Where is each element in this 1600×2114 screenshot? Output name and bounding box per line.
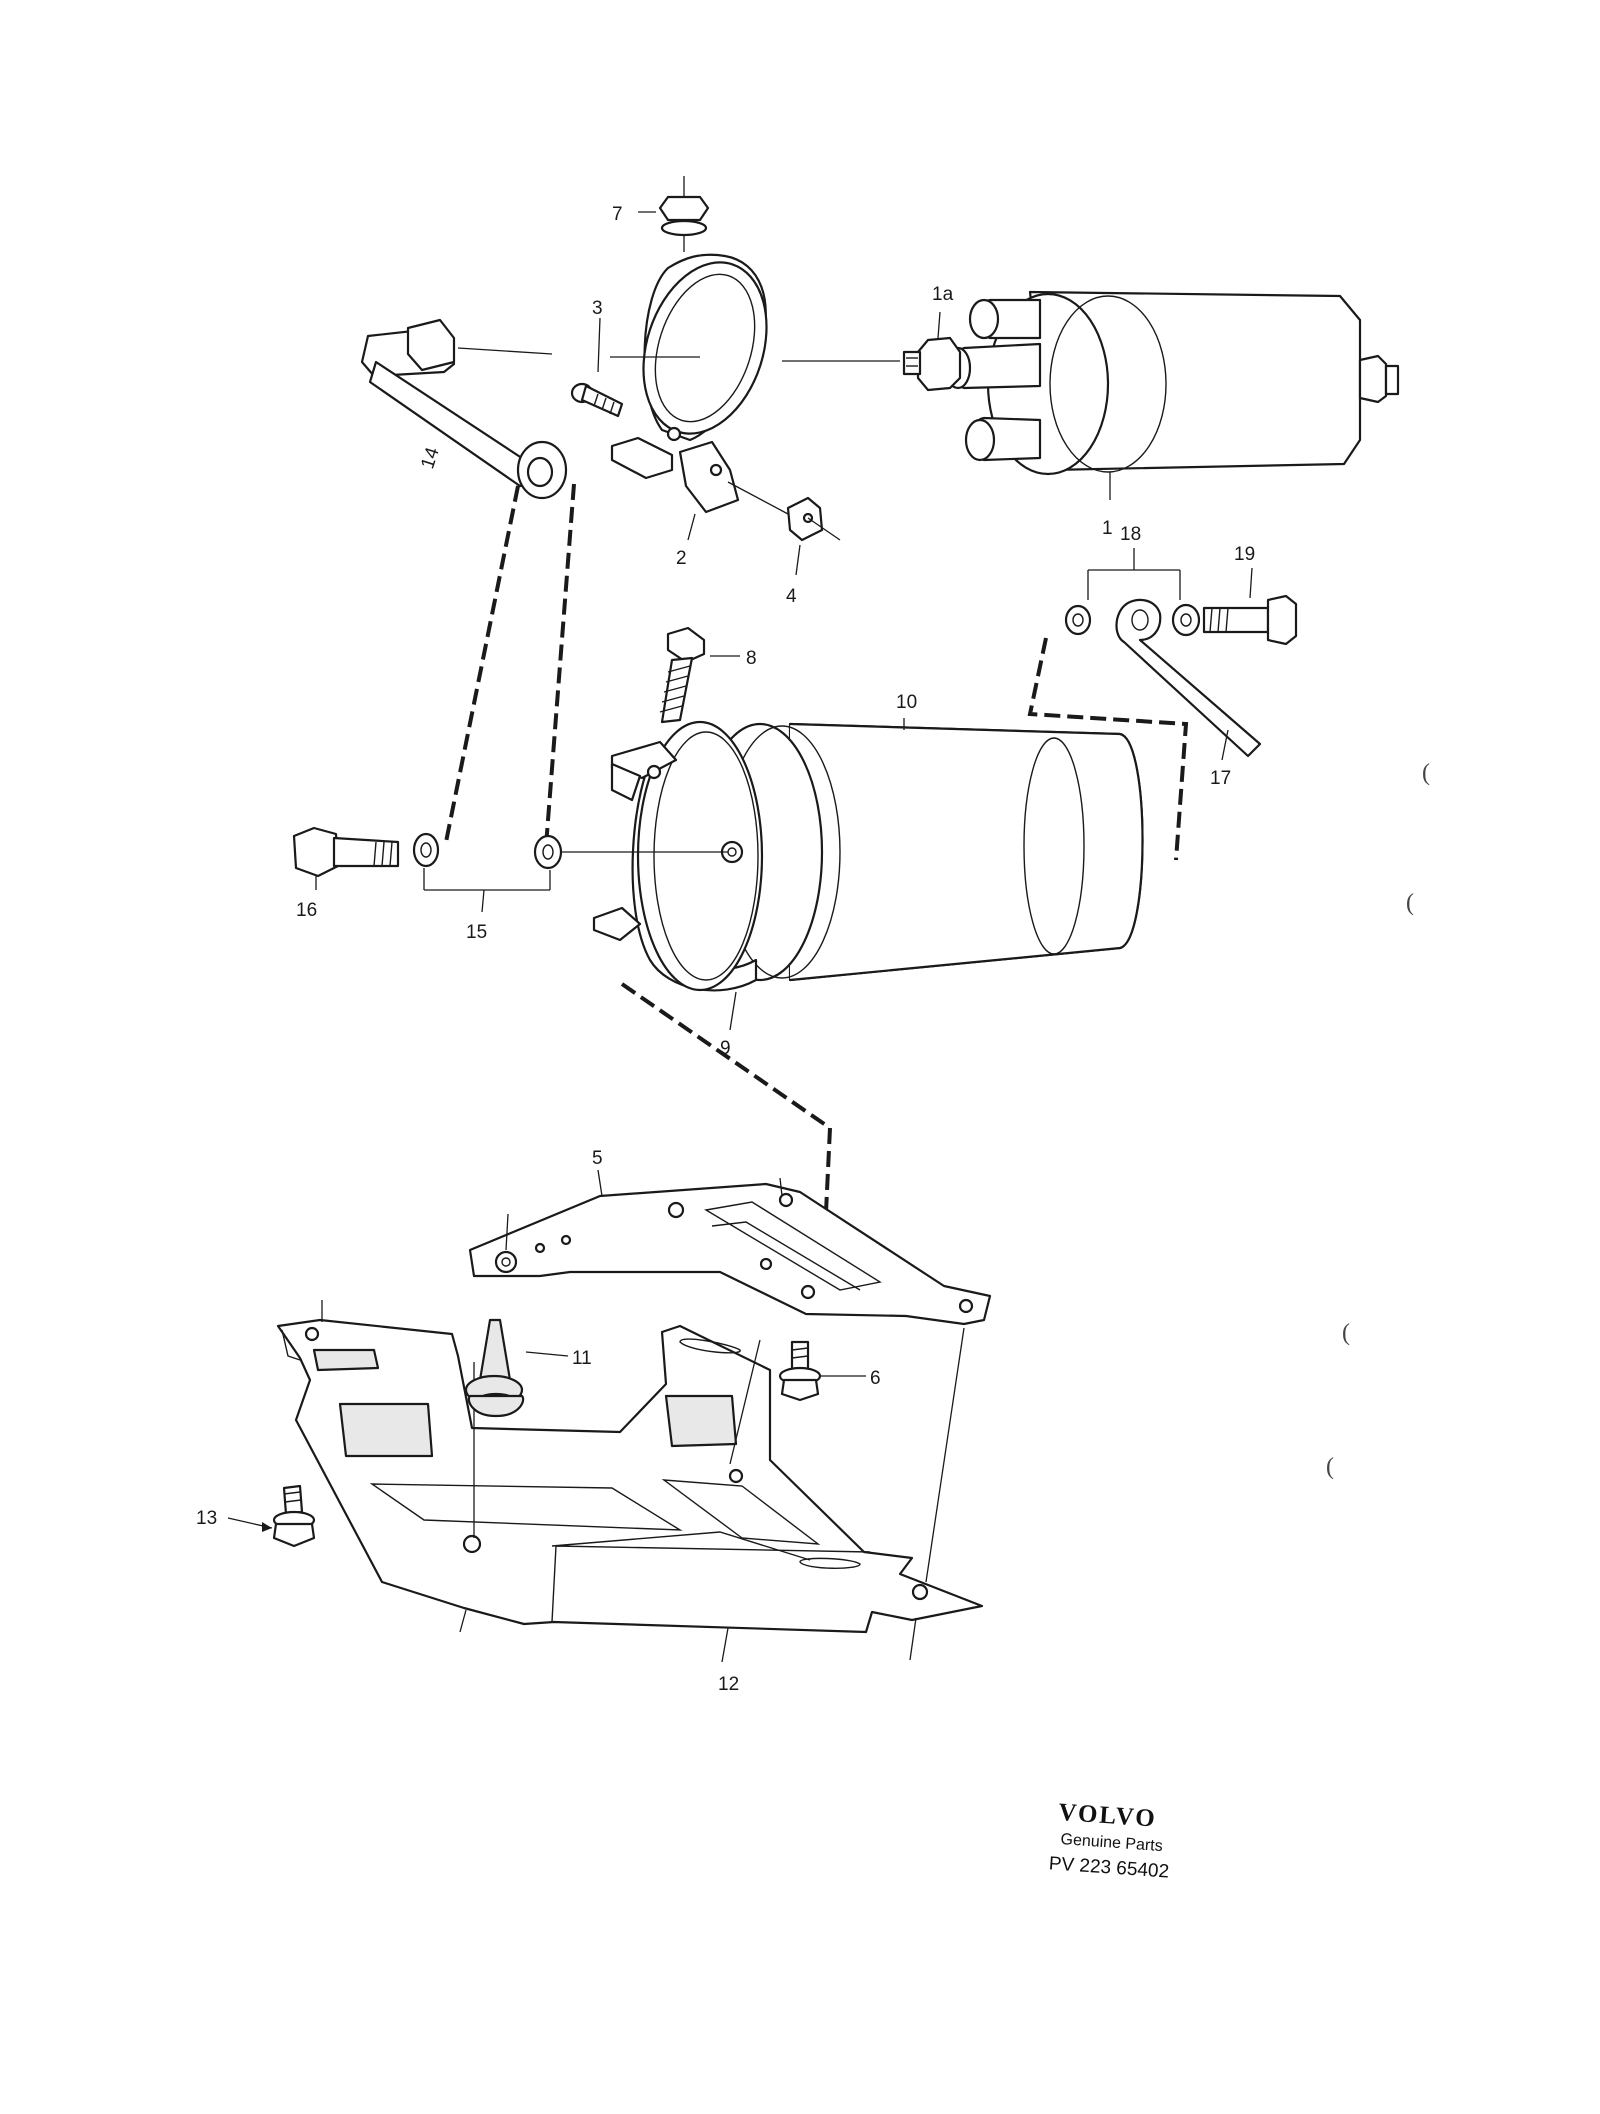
- callout-2: 2: [676, 548, 687, 569]
- stamp-brand: VOLVO: [1058, 1799, 1158, 1833]
- callout-1: 1: [1102, 518, 1113, 539]
- callout-8: 8: [746, 648, 757, 669]
- edge-marks: ( ( ( (: [1326, 760, 1430, 1480]
- callout-19: 19: [1234, 544, 1255, 565]
- part-4-square-nut: [727, 481, 841, 576]
- edge-mark: (: [1326, 1454, 1334, 1480]
- callout-9: 9: [720, 1038, 731, 1059]
- callout-13: 13: [196, 1508, 217, 1529]
- callout-15: 15: [466, 922, 487, 943]
- part-8-bolt: [659, 626, 740, 724]
- edge-mark: (: [1422, 760, 1430, 786]
- callout-16: 16: [296, 900, 317, 921]
- stamp-subtitle: Genuine Parts: [1060, 1831, 1163, 1855]
- callout-labels: 7 3 1a 14 2 4 1 18 19 8 10 17 16 15 9 5 …: [196, 204, 1255, 1695]
- callout-17: 17: [1210, 768, 1231, 789]
- part-2-clamp: [610, 253, 768, 541]
- part-14-bracket: [360, 318, 568, 500]
- callout-4: 4: [786, 586, 797, 607]
- part-11-grommet: [464, 1318, 569, 1418]
- part-6-screw: [778, 1340, 866, 1402]
- part-15-16-bolt-washers: [292, 826, 563, 913]
- part-3-screw: [570, 317, 624, 418]
- edge-mark: (: [1406, 890, 1414, 916]
- volvo-stamp: VOLVO Genuine Parts PV 223 65402: [1048, 1799, 1170, 1883]
- part-12-lower-frame: [276, 1300, 984, 1663]
- callout-14: 14: [417, 445, 444, 472]
- part-1-fuel-filter: [782, 290, 1400, 500]
- callout-3: 3: [592, 298, 603, 319]
- callout-10: 10: [896, 692, 917, 713]
- part-10-fuel-pump: [696, 718, 1144, 982]
- callout-12: 12: [718, 1674, 739, 1695]
- part-7-nut: [638, 176, 710, 252]
- part-9-mount-ring: [560, 720, 764, 1031]
- callout-5: 5: [592, 1148, 603, 1169]
- callout-1a: 1a: [932, 284, 954, 305]
- callout-7: 7: [612, 204, 623, 225]
- part-13-screw: [227, 1484, 316, 1548]
- edge-mark: (: [1342, 1320, 1350, 1346]
- stamp-code: PV 223 65402: [1048, 1853, 1170, 1882]
- dashed-connectors: [444, 483, 1189, 1297]
- callout-11: 11: [572, 1348, 592, 1369]
- callout-6: 6: [870, 1368, 881, 1389]
- part-18-19-banjo: [1064, 548, 1298, 761]
- part-5-upper-plate: [468, 1169, 992, 1326]
- callout-18: 18: [1120, 524, 1141, 545]
